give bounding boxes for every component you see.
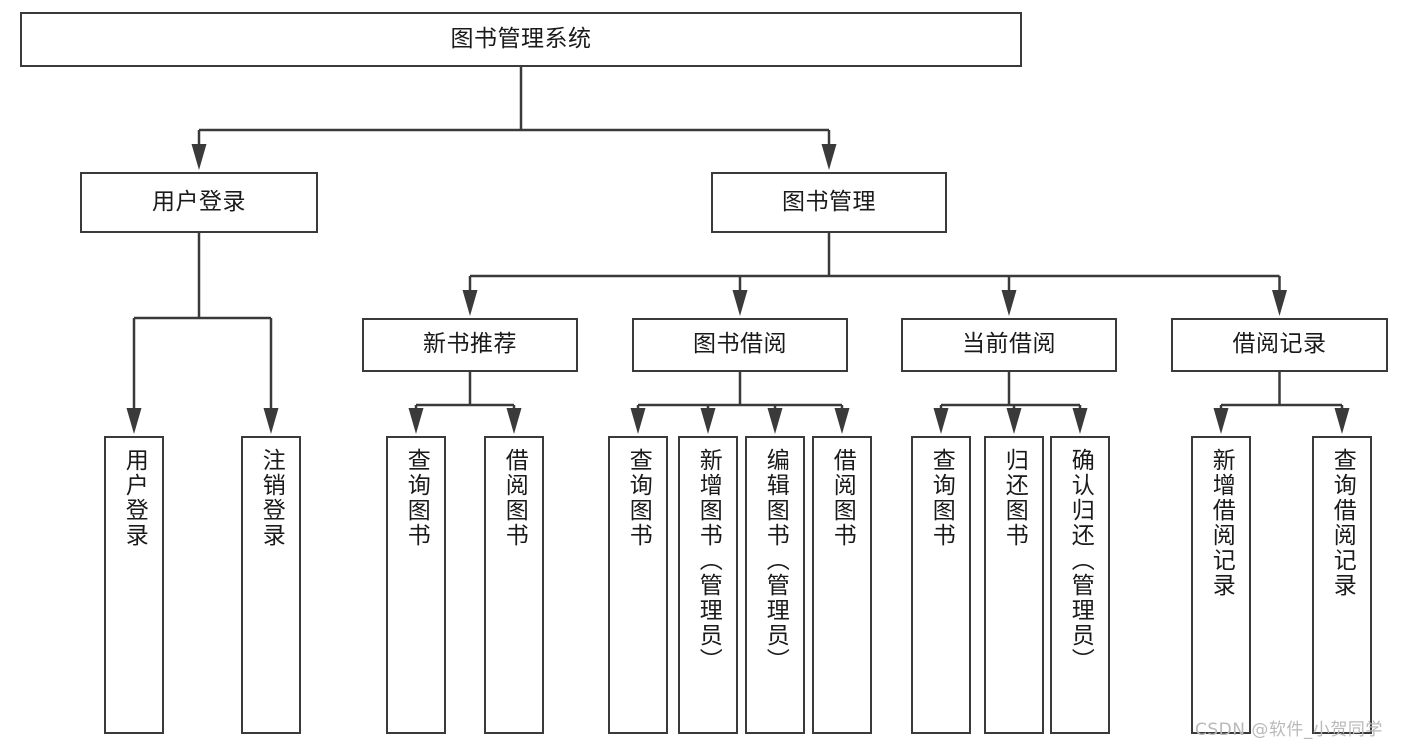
node-label-leaf-confirm-return: 确认归还（管理员）	[1067, 448, 1094, 673]
node-root[interactable]: 图书管理系统	[20, 12, 1022, 67]
node-label-user-login: 用户登录	[152, 188, 246, 215]
arrowhead-current-borrow	[1001, 290, 1017, 316]
node-leaf-add-borrow-record[interactable]: 新增借阅记录	[1191, 436, 1251, 734]
node-leaf-query-borrow-record[interactable]: 查询借阅记录	[1312, 436, 1372, 734]
node-label-new-book-recommend: 新书推荐	[423, 331, 517, 358]
node-label-leaf-user-login: 用户登录	[121, 448, 148, 548]
node-label-leaf-query-book-borrow: 查询图书	[625, 448, 652, 548]
arrowhead-leaf-return-book	[1006, 408, 1022, 434]
arrowhead-leaf-confirm-return	[1072, 408, 1088, 434]
node-leaf-query-book-borrow[interactable]: 查询图书	[608, 436, 668, 734]
arrowhead-book-management	[821, 144, 837, 170]
arrowhead-leaf-query-book-current	[933, 408, 949, 434]
arrowhead-leaf-edit-book	[767, 408, 783, 434]
node-label-current-borrow: 当前借阅	[962, 331, 1056, 358]
arrowhead-user-login	[191, 144, 207, 170]
node-label-root: 图书管理系统	[450, 25, 592, 52]
arrowhead-leaf-query-book-recommend	[408, 408, 424, 434]
arrowhead-leaf-add-borrow-record	[1213, 408, 1229, 434]
node-label-leaf-edit-book: 编辑图书（管理员）	[762, 448, 789, 673]
node-user-login[interactable]: 用户登录	[80, 172, 318, 233]
arrowhead-leaf-borrow-book	[834, 408, 850, 434]
arrowhead-new-book-recommend	[462, 290, 478, 316]
node-label-leaf-return-book: 归还图书	[1001, 448, 1028, 548]
node-label-borrow-record: 借阅记录	[1232, 331, 1327, 358]
node-label-leaf-query-book-current: 查询图书	[928, 448, 955, 548]
arrowhead-leaf-add-book	[700, 408, 716, 434]
node-leaf-user-login[interactable]: 用户登录	[104, 436, 164, 734]
node-label-leaf-query-book-recommend: 查询图书	[403, 448, 430, 548]
node-label-leaf-user-logout: 注销登录	[258, 448, 285, 548]
node-leaf-return-book[interactable]: 归还图书	[984, 436, 1044, 734]
node-leaf-borrow-book[interactable]: 借阅图书	[812, 436, 872, 734]
node-label-book-management: 图书管理	[782, 188, 876, 215]
node-leaf-confirm-return[interactable]: 确认归还（管理员）	[1050, 436, 1110, 734]
arrowhead-borrow-record	[1272, 290, 1287, 316]
node-label-leaf-borrow-book: 借阅图书	[829, 448, 856, 548]
arrowhead-book-borrow	[732, 290, 748, 316]
node-book-management[interactable]: 图书管理	[711, 172, 947, 233]
node-leaf-edit-book[interactable]: 编辑图书（管理员）	[745, 436, 805, 734]
node-label-book-borrow: 图书借阅	[693, 331, 787, 358]
node-book-borrow[interactable]: 图书借阅	[632, 318, 848, 372]
arrowhead-leaf-borrow-book-recommend	[506, 408, 522, 434]
arrowhead-leaf-user-login	[126, 408, 142, 434]
arrowhead-leaf-query-borrow-record	[1334, 408, 1350, 434]
node-leaf-query-book-current[interactable]: 查询图书	[911, 436, 971, 734]
node-leaf-user-logout[interactable]: 注销登录	[241, 436, 301, 734]
node-label-leaf-add-book: 新增图书（管理员）	[695, 448, 722, 673]
node-new-book-recommend[interactable]: 新书推荐	[362, 318, 578, 372]
node-label-leaf-borrow-book-recommend: 借阅图书	[501, 448, 528, 548]
node-label-leaf-add-borrow-record: 新增借阅记录	[1208, 448, 1235, 598]
node-current-borrow[interactable]: 当前借阅	[901, 318, 1117, 372]
node-leaf-query-book-recommend[interactable]: 查询图书	[386, 436, 446, 734]
node-borrow-record[interactable]: 借阅记录	[1171, 318, 1388, 372]
node-leaf-add-book[interactable]: 新增图书（管理员）	[678, 436, 738, 734]
arrowhead-leaf-user-logout	[263, 408, 279, 434]
node-label-leaf-query-borrow-record: 查询借阅记录	[1329, 448, 1356, 598]
csdn-watermark: CSDN @软件_小贺同学	[1195, 720, 1383, 740]
node-leaf-borrow-book-recommend[interactable]: 借阅图书	[484, 436, 544, 734]
arrowhead-leaf-query-book-borrow	[630, 408, 646, 434]
